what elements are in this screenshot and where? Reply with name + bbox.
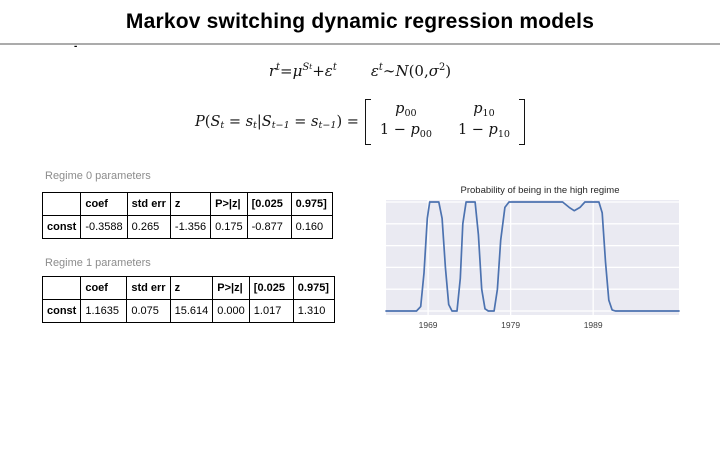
transition-matrix: p00 p10 1 − p00 1 − p10 [371,99,519,145]
math-token: S [210,113,221,130]
x-tick-label: 1969 [419,320,438,330]
math-token: 00 [419,129,432,141]
math-token: p [488,122,498,139]
page-title: Markov switching dynamic regression mode… [125,10,595,33]
math-token: S [261,113,272,130]
math-token: = [224,113,246,130]
regime1-parameters-label: Regime 1 parameters [45,257,151,269]
table-cell: -0.877 [246,215,292,239]
table-header-cell: P>|z| [210,192,248,216]
table-header-cell: 0.975] [292,276,335,300]
math-token: 1 − [457,122,489,139]
equation-transition-lhs: P(St = st|St−1 = st−1) = [195,114,359,131]
table-cell: 0.160 [290,215,333,239]
table-cell: const [41,299,82,323]
matrix-cell-1-minus-p00: 1 − p00 [380,122,432,143]
math-token: (0, [408,62,429,80]
table-header-cell: std err [126,276,171,300]
math-token: 1 − [379,122,411,139]
math-token: ( [204,113,211,130]
math-token: μ [292,62,303,80]
table-cell: 0.075 [126,299,171,323]
table-cell: 1.310 [292,299,335,323]
math-token: | [256,113,262,130]
math-token: = [279,62,293,80]
math-token: ε [324,62,333,80]
regime0-parameters-label: Regime 0 parameters [45,170,151,182]
math-token: ε [370,62,379,80]
math-token: t [332,62,337,73]
header-divider [0,43,720,45]
table-header-cell: z [169,276,214,300]
math-token: 00 [404,108,417,120]
table-cell: -1.356 [169,215,212,239]
math-token: + [312,62,325,80]
math-token: N [395,62,409,80]
table-header-cell: 0.975] [290,192,333,216]
stray-mark: - [74,41,78,52]
math-token: s [245,113,254,130]
table-cell: 1.017 [248,299,294,323]
math-token: = [289,113,312,130]
x-tick-label: 1979 [501,320,520,330]
math-token: t−1 [271,119,290,131]
x-tick-label: 1989 [584,320,603,330]
math-token: t [276,62,280,73]
table-header-cell [41,276,82,300]
table-cell: 1.1635 [80,299,128,323]
table-cell: 0.265 [126,215,171,239]
math-token: ) = [336,113,359,130]
regime-probability-chart: Probability of being in the high regime 1… [385,185,680,330]
math-token: t [253,119,257,131]
table-header-cell: [0.025 [246,192,292,216]
matrix-bracket-right [519,99,525,146]
matrix-cell-p00: p00 [380,101,432,122]
math-token: p [473,101,483,117]
math-token: p [410,122,420,139]
table-header-cell: coef [80,192,128,216]
plot-area [386,200,679,315]
math-token: s [311,113,319,130]
math-token: P [195,113,205,130]
table-header-cell: z [169,192,212,216]
table-header-cell: std err [126,192,171,216]
math-token: t−1 [318,119,337,131]
matrix-bracket-left [364,99,371,146]
table-header-cell: P>|z| [212,276,250,300]
table-cell: 15.614 [169,299,214,323]
math-token: σ [428,62,439,80]
math-token: S [302,62,310,73]
table-header-cell: coef [80,276,128,300]
math-token: 10 [482,108,495,120]
math-token: ) [445,62,452,80]
math-token: t [220,119,225,131]
math-token: p [395,101,405,117]
chart-title: Probability of being in the high regime [461,185,620,196]
table-cell: -0.3588 [80,215,128,239]
table-header-cell: [0.025 [248,276,294,300]
probability-line [385,201,680,312]
equation-transition: P(St = st|St−1 = st−1) = p00 p10 1 − p00… [0,99,720,146]
table-cell: const [41,215,82,239]
table-header-cell [41,192,82,216]
math-token: ∼ [382,62,396,80]
math-token: 2 [438,62,446,73]
table-cell: 0.175 [210,215,248,239]
matrix-cell-p10: p10 [458,101,510,122]
math-token: r [268,62,277,80]
math-token: t [309,62,313,71]
math-token: 10 [497,129,510,141]
math-token: t [378,62,383,73]
matrix-cell-1-minus-p10: 1 − p10 [458,122,510,143]
math-token [337,62,371,80]
table-cell: 0.000 [212,299,250,323]
